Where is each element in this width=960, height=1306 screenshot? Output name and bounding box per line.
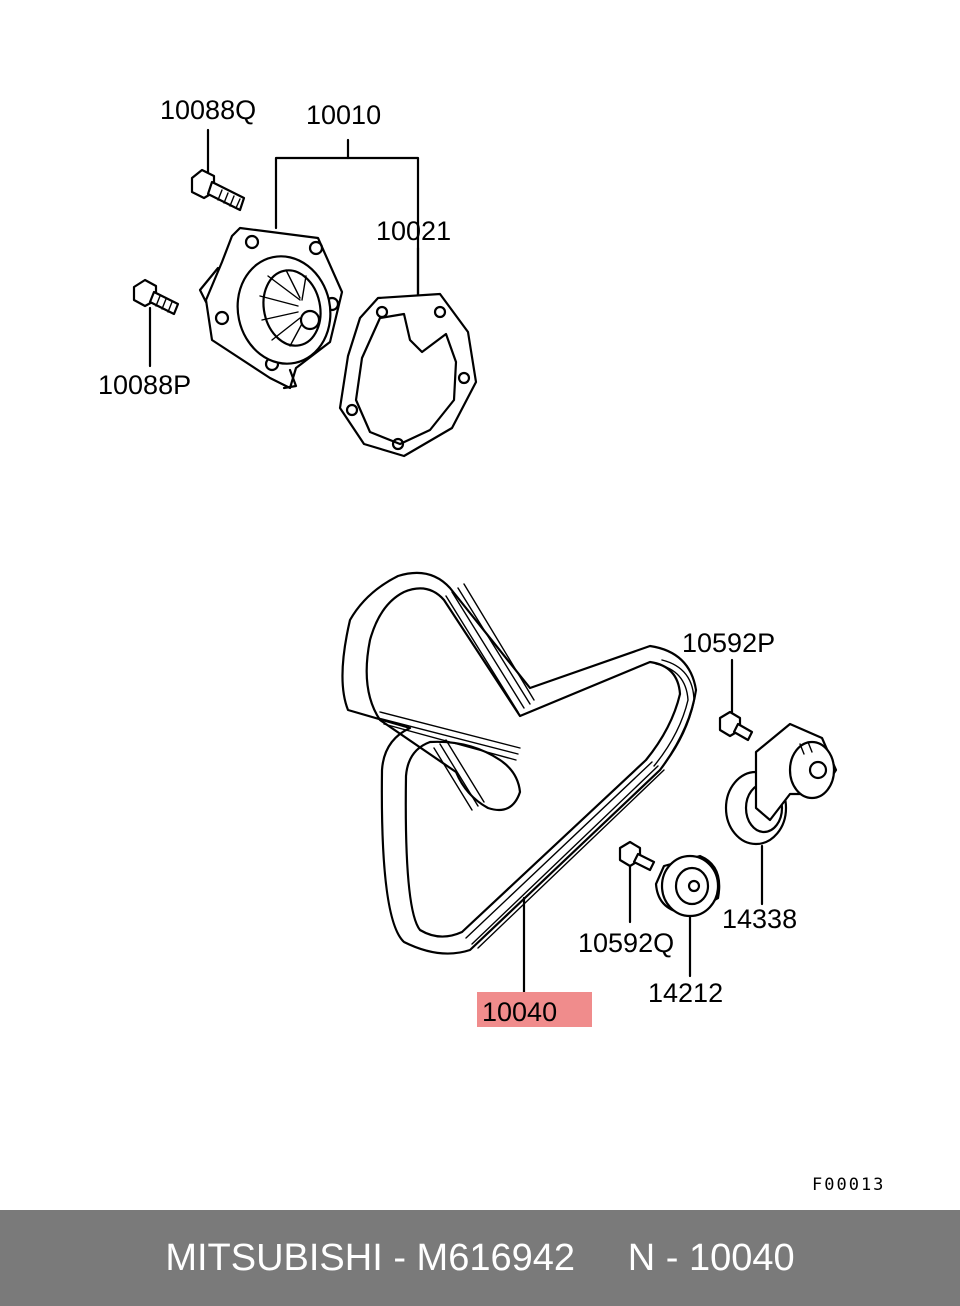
belt-outer-drawing [341,571,698,955]
water-pump-group: 10088Q 10010 10021 10088P [98,95,478,458]
bolt-10592q-drawing [618,840,656,924]
figure-code: F00013 [812,1175,885,1195]
belt-inner-drawing [365,587,682,938]
bolt-10088p-drawing [132,278,180,368]
label-10021: 10021 [376,216,451,246]
idler-pulley-drawing [654,854,721,978]
label-14338: 14338 [722,904,797,934]
label-10592q: 10592Q [578,928,674,958]
footer-part-number: MITSUBISHI - M616942 N - 10040 [165,1236,795,1279]
parts-diagram: 10088Q 10010 10021 10088P [98,95,885,1195]
label-10088q: 10088Q [160,95,256,125]
label-10040: 10040 [482,997,557,1027]
label-10010: 10010 [306,100,381,130]
label-10088p: 10088P [98,370,191,400]
label-14212: 14212 [648,978,723,1008]
gasket-drawing [338,246,478,458]
tensioner-drawing [724,722,838,906]
bolt-10592p-drawing [718,658,754,742]
highlight-box [477,992,592,1027]
water-pump-drawing [198,226,344,390]
label-10592p: 10592P [682,628,775,658]
footer-bar: MITSUBISHI - M616942 N - 10040 [0,1210,960,1306]
bolt-10088q-drawing [190,128,246,212]
belt-group: 10592P 10040 10592Q 14338 14212 [341,571,838,1027]
